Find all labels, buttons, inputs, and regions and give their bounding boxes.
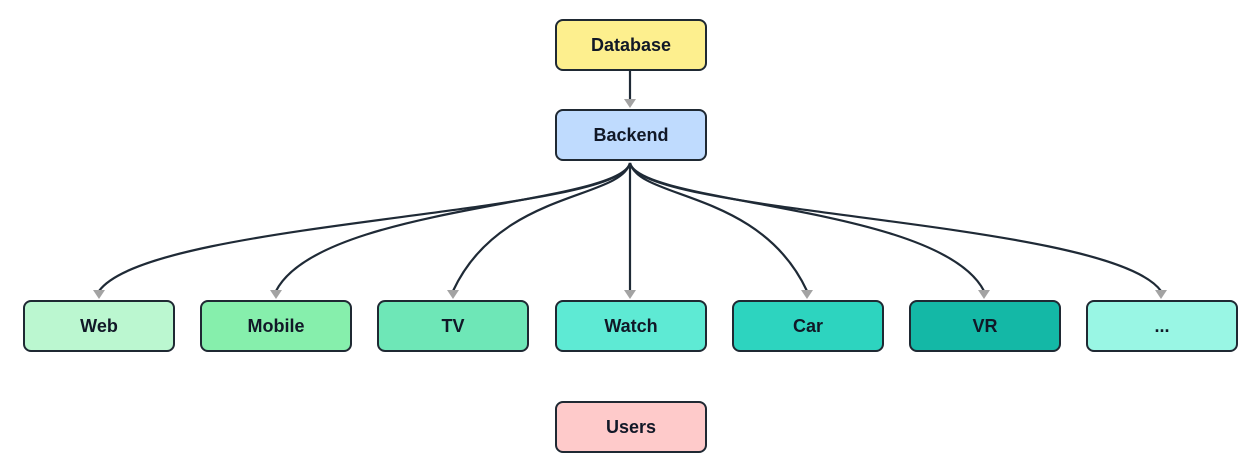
backend-label: Backend	[593, 124, 669, 145]
client-node-mobile[interactable]: Mobile	[200, 300, 352, 352]
users-node[interactable]: Users	[555, 401, 707, 453]
arrowhead-watch	[624, 290, 636, 299]
backend-node[interactable]: Backend	[555, 109, 707, 161]
arrowhead-more	[1155, 290, 1167, 299]
client-node-watch[interactable]: Watch	[555, 300, 707, 352]
client-label: Car	[792, 315, 823, 336]
client-label: Watch	[604, 315, 658, 336]
client-label: TV	[441, 315, 465, 336]
edge-backend-mobile	[275, 162, 632, 292]
client-label: VR	[972, 315, 998, 336]
client-label: Mobile	[247, 315, 305, 336]
client-label: ...	[1154, 315, 1170, 336]
arrowhead-backend	[624, 99, 636, 108]
edge-backend-web	[98, 162, 632, 292]
edge-backend-more	[628, 162, 1162, 292]
client-node-car[interactable]: Car	[732, 300, 884, 352]
database-label: Database	[590, 34, 672, 55]
arrowhead-mobile	[270, 290, 282, 299]
database-node[interactable]: Database	[555, 19, 707, 71]
edge-backend-car	[628, 162, 808, 292]
client-node-tv[interactable]: TV	[377, 300, 529, 352]
edge-backend-tv	[452, 162, 632, 292]
arrowhead-car	[801, 290, 813, 299]
arrowhead-web	[93, 290, 105, 299]
client-node-vr[interactable]: VR	[909, 300, 1061, 352]
arrowhead-tv	[447, 290, 459, 299]
arrowhead-vr	[978, 290, 990, 299]
client-label: Web	[80, 315, 118, 336]
users-label: Users	[605, 416, 657, 437]
client-node-more[interactable]: ...	[1086, 300, 1238, 352]
client-node-web[interactable]: Web	[23, 300, 175, 352]
